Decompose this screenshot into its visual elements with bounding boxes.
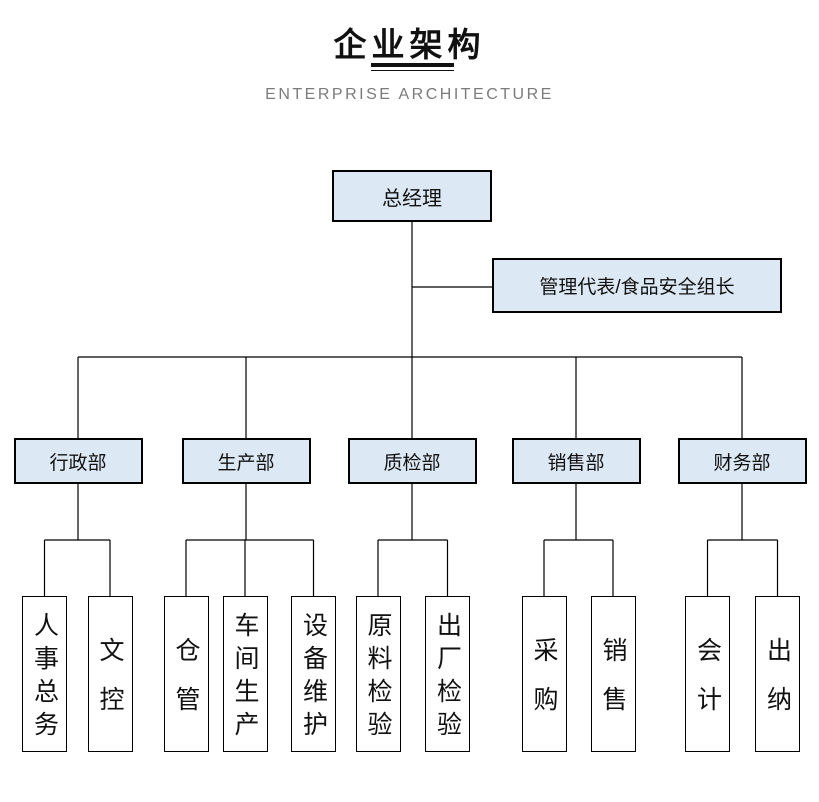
title-underline-thin <box>371 70 454 71</box>
node-dept-administration: 行政部 <box>13 438 143 484</box>
node-hr-general-affairs: 人事总务 <box>22 596 67 752</box>
node-general-manager: 总经理 <box>332 170 492 222</box>
page-title: 企业架构 <box>333 26 486 63</box>
node-dept-quality: 质检部 <box>347 438 477 484</box>
node-warehouse: 仓管 <box>163 596 209 752</box>
node-raw-material-inspection: 原料检验 <box>355 596 401 752</box>
node-factory-inspection: 出厂检验 <box>425 596 470 752</box>
node-accounting: 会计 <box>685 596 730 752</box>
node-label: 人事总务 <box>30 612 59 744</box>
node-label: 设备维护 <box>299 612 328 744</box>
page-subtitle: ENTERPRISE ARCHITECTURE <box>265 86 554 103</box>
node-label: 仓管 <box>172 637 200 735</box>
node-label: 出纳 <box>763 637 792 735</box>
node-management-representative: 管理代表/食品安全组长 <box>492 258 782 313</box>
node-cashier: 出纳 <box>755 596 800 752</box>
node-label: 原料检验 <box>364 612 392 744</box>
node-label: 车间生产 <box>231 612 259 744</box>
title-underline-thick <box>371 63 454 67</box>
node-label: 销售 <box>599 637 627 735</box>
node-dept-production: 生产部 <box>181 438 311 484</box>
node-equipment-maintenance: 设备维护 <box>291 596 336 752</box>
node-dept-sales: 销售部 <box>511 438 641 484</box>
node-procurement: 采购 <box>521 596 567 752</box>
node-workshop-production: 车间生产 <box>222 596 268 752</box>
node-label: 出厂检验 <box>433 612 462 744</box>
node-label: 采购 <box>530 637 558 735</box>
node-label: 会计 <box>693 637 722 735</box>
node-sales: 销售 <box>590 596 636 752</box>
node-dept-finance: 财务部 <box>677 438 807 484</box>
node-label: 文控 <box>96 637 124 735</box>
node-document-control: 文控 <box>87 596 133 752</box>
